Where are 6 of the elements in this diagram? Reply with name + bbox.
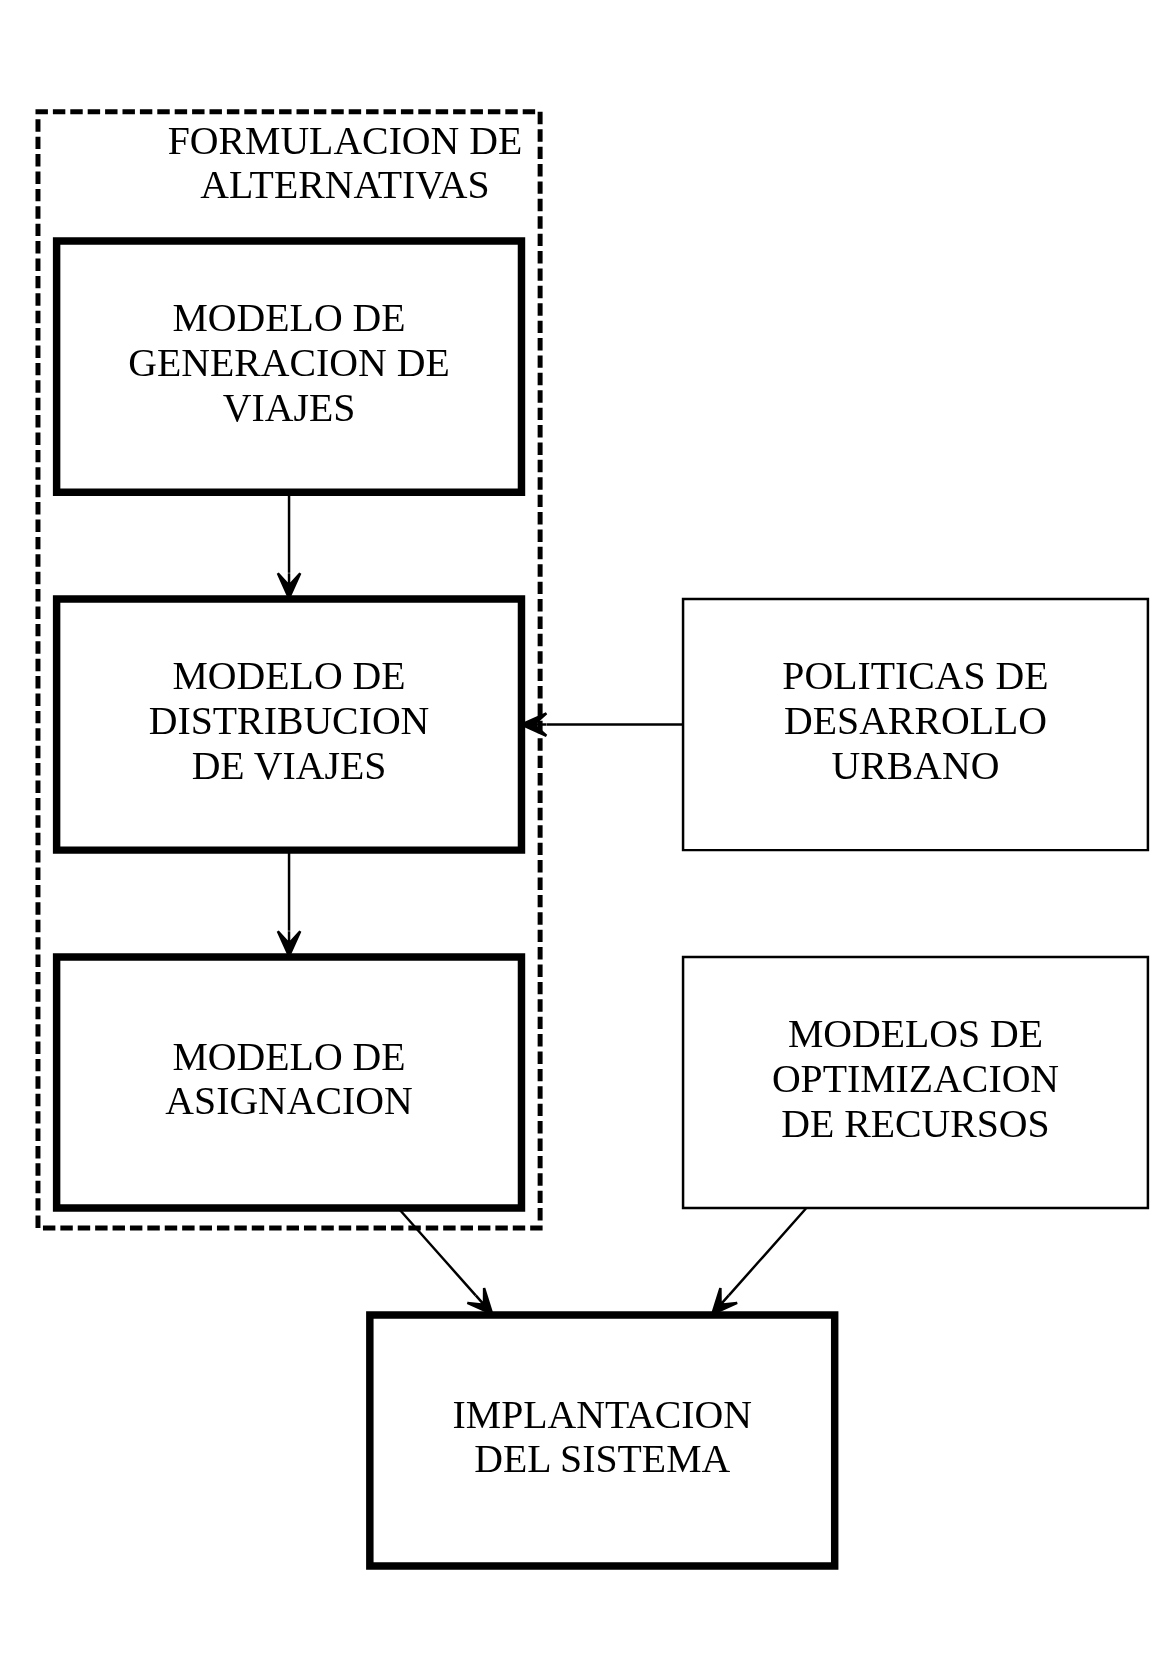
node-box: MODELO DE GENERACION DE VIAJES	[52, 237, 526, 496]
node-box: MODELO DE DISTRIBUCION DE VIAJES	[52, 595, 526, 854]
node-box: POLITICAS DE DESARROLLO URBANO	[681, 597, 1150, 852]
node-box: MODELO DE ASIGNACION	[52, 953, 526, 1212]
node-box: MODELOS DE OPTIMIZACION DE RECURSOS	[681, 955, 1150, 1210]
node-box: IMPLANTACION DEL SISTEMA	[366, 1311, 839, 1570]
